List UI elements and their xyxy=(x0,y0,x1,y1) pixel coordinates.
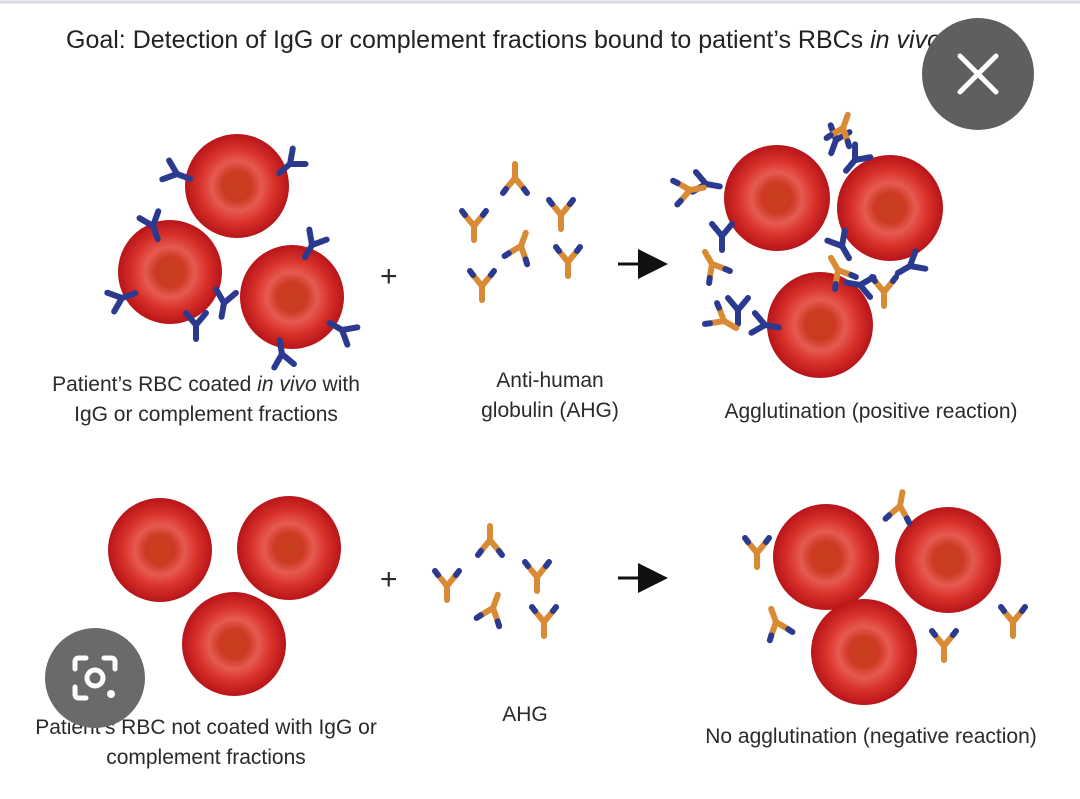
igg-antibody xyxy=(159,157,194,183)
ahg-antibody xyxy=(546,197,576,232)
caption-ahg-top-line1: Anti-human xyxy=(496,369,604,392)
igg-antibody xyxy=(689,169,723,195)
ahg-antibody xyxy=(869,274,899,309)
igg-antibody xyxy=(183,310,209,342)
igg-antibody xyxy=(276,145,309,176)
ahg-antibody xyxy=(553,244,583,279)
igg-antibody xyxy=(894,248,929,276)
rbc-free-3 xyxy=(811,599,917,705)
igg-antibody xyxy=(709,221,735,253)
ahg-antibody xyxy=(473,591,503,630)
rbc-coated-1 xyxy=(185,134,289,238)
caption-no-agglutination: No agglutination (negative reaction) xyxy=(705,725,1037,748)
plus-sign-top: + xyxy=(380,260,398,293)
ahg-antibody xyxy=(529,604,559,639)
ahg-antibody xyxy=(929,628,959,663)
plus-sign-bottom: + xyxy=(380,563,398,596)
igg-antibody xyxy=(843,274,877,300)
close-icon xyxy=(957,53,999,95)
caption-agglutination: Agglutination (positive reaction) xyxy=(724,400,1018,423)
caption-coated-rbc: Patient’s RBC coated in vivo with IgG or… xyxy=(20,370,392,430)
igg-antibody xyxy=(213,286,239,320)
rbc-agglutinated-1 xyxy=(724,145,830,251)
caption-ahg-top: Anti-human globulin (AHG) xyxy=(460,366,640,426)
caption-uncoated-rbc-line1: Patient’s RBC not coated with IgG or xyxy=(35,716,377,739)
close-button[interactable] xyxy=(922,18,1034,130)
ahg-antibody xyxy=(500,161,530,196)
goal-title: Goal: Detection of IgG or complement fra… xyxy=(66,26,941,55)
caption-uncoated-rbc-line2: complement fractions xyxy=(106,746,306,769)
ahg-antibody xyxy=(475,523,505,558)
caption-ahg-top-line2: globulin (AHG) xyxy=(481,399,619,422)
ahg-antibody xyxy=(501,229,531,268)
ahg-antibody xyxy=(882,489,913,526)
caption-coated-rbc-line1: Patient’s RBC coated in vivo with xyxy=(52,373,360,396)
igg-antibody xyxy=(843,141,874,174)
rbc-agglutinated-2 xyxy=(837,155,943,261)
caption-uncoated-rbc: Patient’s RBC not coated with IgG or com… xyxy=(0,713,412,773)
rbc-coated-2 xyxy=(118,220,222,324)
igg-antibody xyxy=(824,227,852,262)
antibodies-layer xyxy=(104,111,1028,663)
ahg-antibody xyxy=(522,559,552,594)
rbc-uncoated-1 xyxy=(108,498,212,602)
ahg-antibody xyxy=(467,268,497,303)
igg-antibody xyxy=(748,310,782,336)
ahg-antibody xyxy=(702,300,740,331)
arrows-layer xyxy=(618,249,668,593)
image-search-button[interactable] xyxy=(45,628,145,728)
igg-antibody xyxy=(302,226,330,261)
ahg-antibody xyxy=(702,248,733,286)
rbc-free-2 xyxy=(895,507,1001,613)
ahg-antibody xyxy=(766,605,796,644)
igg-antibody xyxy=(271,337,297,371)
igg-antibody xyxy=(326,320,361,348)
ahg-antibody xyxy=(459,208,489,243)
ahg-antibody xyxy=(823,111,853,150)
igg-antibody xyxy=(104,289,139,315)
igg-antibody xyxy=(136,208,162,243)
goal-title-text: Goal: Detection of IgG or complement fra… xyxy=(66,26,871,54)
igg-antibody xyxy=(725,295,751,327)
rbc-free-1 xyxy=(773,504,879,610)
ahg-antibody xyxy=(828,254,859,292)
ahg-antibody xyxy=(998,604,1028,639)
ahg-antibody xyxy=(670,177,707,208)
caption-coated-rbc-line2: IgG or complement fractions xyxy=(74,403,338,426)
image-search-icon xyxy=(72,655,118,701)
rbc-uncoated-3 xyxy=(182,592,286,696)
ahg-antibody xyxy=(432,568,462,603)
ahg-antibody xyxy=(742,535,772,570)
rbc-agglutinated-3 xyxy=(767,272,873,378)
rbc-cells-layer xyxy=(108,134,1001,705)
rbc-coated-3 xyxy=(240,245,344,349)
caption-ahg-bottom: AHG xyxy=(502,703,548,726)
rbc-uncoated-2 xyxy=(237,496,341,600)
